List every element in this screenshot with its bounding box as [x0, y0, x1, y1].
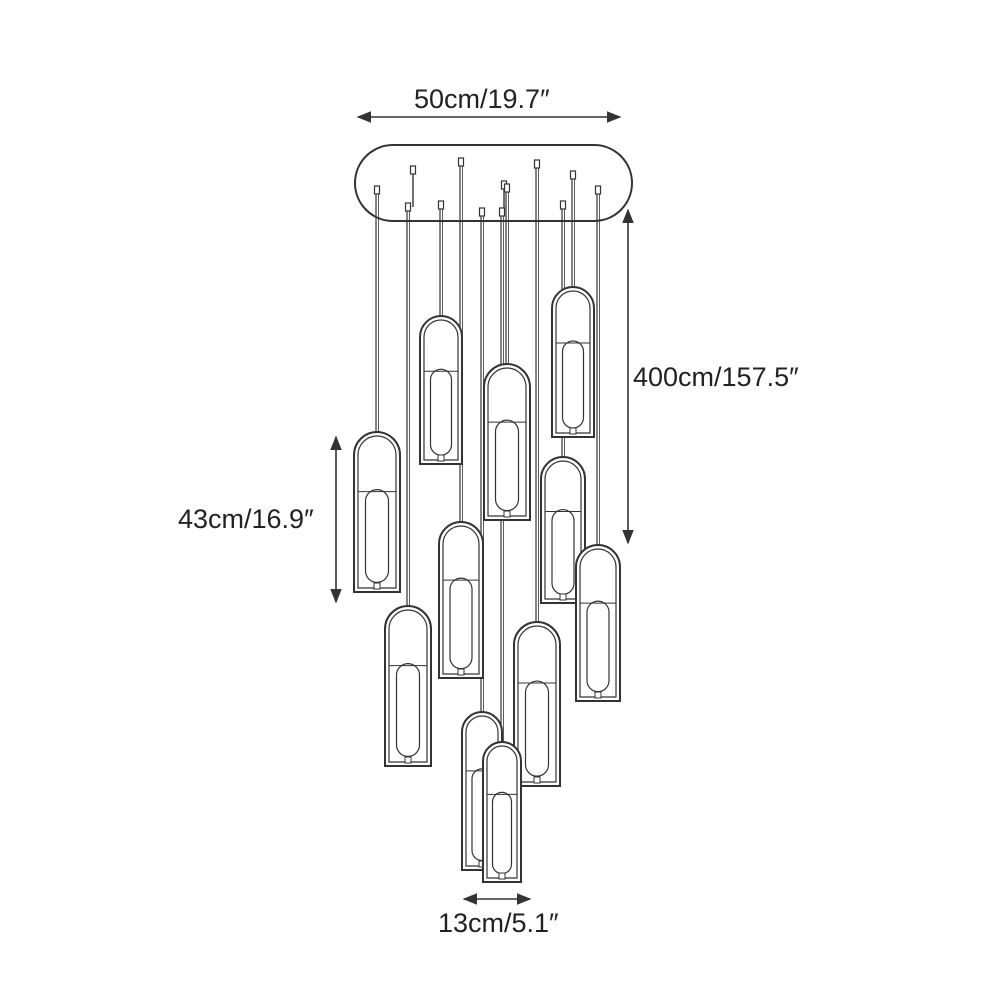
pendant-lamp [513, 621, 561, 787]
glass-holder [373, 582, 381, 590]
pendant-width-label: 13cm/5.1″ [438, 908, 559, 938]
glass-shade [395, 662, 421, 757]
glass-holder [569, 427, 577, 435]
arch-frame-inner [487, 367, 527, 517]
cord-connector [404, 202, 412, 212]
cord-connector [409, 165, 417, 175]
pendant-lamp [575, 544, 621, 702]
arch-frame-inner [465, 715, 499, 867]
cord-connector [498, 207, 506, 217]
arch-frame-inner [442, 525, 480, 675]
canopy-width-label: 50cm/19.7″ [414, 84, 550, 114]
glass-holder [533, 776, 541, 784]
pendant-lamp [353, 431, 401, 593]
pendant-lamp [438, 521, 484, 679]
arch-frame-inner [486, 745, 518, 879]
glass-holder [457, 668, 465, 676]
glass-shade [429, 368, 453, 456]
glass-shade [364, 489, 390, 584]
cord-connector [457, 157, 465, 167]
pendant-lamp [483, 363, 531, 521]
glass-shade [551, 508, 575, 595]
glass-holder [404, 756, 412, 764]
cord-connector [503, 183, 511, 193]
glass-holder [437, 454, 445, 462]
arch-frame-inner [517, 625, 557, 783]
glass-shade [524, 680, 550, 777]
glass-holder [594, 691, 602, 699]
cord-connector [533, 159, 541, 169]
cord-connector [373, 185, 381, 195]
arch-frame-inner [423, 319, 459, 461]
arch-frame-inner [579, 548, 617, 698]
arch-frame-inner [555, 290, 591, 434]
glass-holder [498, 872, 506, 880]
total-height-label: 400cm/157.5″ [633, 362, 799, 392]
glass-shade [561, 340, 585, 429]
glass-shade [449, 577, 473, 670]
arch-frame-inner [388, 609, 428, 763]
cord-connector [437, 200, 445, 210]
pendant-lamp [482, 741, 522, 883]
glass-shade [494, 419, 520, 512]
pendant-lamps [353, 286, 621, 883]
pendant-height-label: 43cm/16.9″ [178, 504, 314, 534]
pendant-lamp [384, 605, 432, 767]
dimension-arrows [330, 111, 634, 905]
cord-connector [478, 207, 486, 217]
pendant-lamp [551, 286, 595, 438]
cord-connector [569, 170, 577, 180]
glass-holder [559, 593, 567, 601]
cord-connector [559, 200, 567, 210]
glass-shade [491, 791, 513, 875]
arch-frame-inner [357, 435, 397, 589]
pendant-lamp [540, 456, 586, 604]
glass-shade [586, 600, 610, 693]
arch-frame-inner [544, 460, 582, 600]
cord-connector [594, 185, 602, 195]
glass-holder [503, 510, 511, 518]
pendant-lamp [419, 315, 463, 465]
ceiling-canopy [354, 144, 633, 222]
